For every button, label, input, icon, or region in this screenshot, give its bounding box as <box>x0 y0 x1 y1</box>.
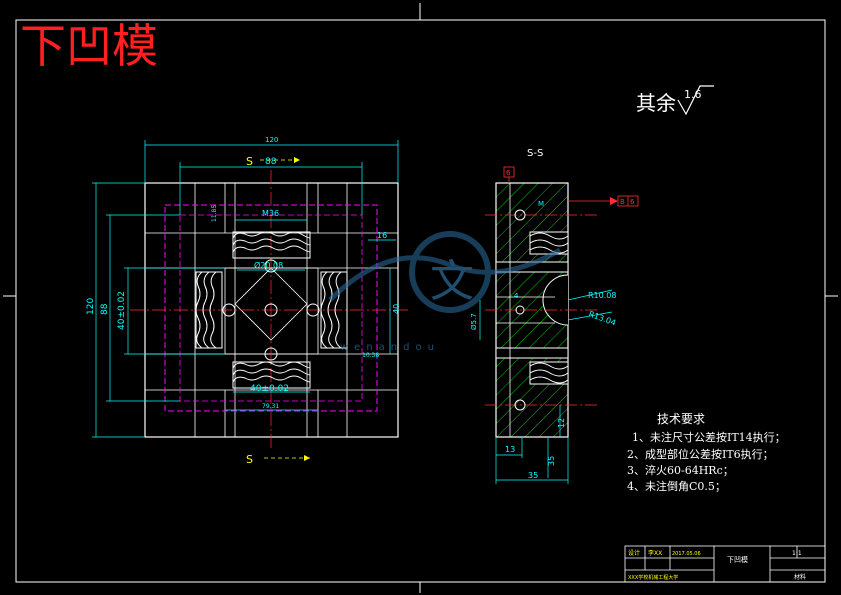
title-cell-school: XXX学校机械工程大学 <box>628 574 678 581</box>
hole-left <box>222 303 236 317</box>
watermark-glyph: 文 <box>430 256 474 307</box>
dim-width-tol: 40±0.02 <box>250 384 289 394</box>
dim-r-outer: R10.08 <box>588 291 616 300</box>
roughness-symbol <box>677 85 714 116</box>
dim-side: 16 <box>377 231 387 240</box>
hole-top <box>264 259 278 273</box>
dim-l12: 12 <box>557 418 566 428</box>
roughness-value: 1.6 <box>684 88 702 101</box>
drawing-title: 下凹模 <box>20 19 158 73</box>
dim-center-hole: Ø20.08 <box>254 260 283 270</box>
dim-l13: 13 <box>505 445 515 454</box>
title-block: 设计 李XX 2017.05.06 下凹模 1:1 XXX学校机械工程大学 材料 <box>624 545 826 583</box>
hole-right <box>306 303 320 317</box>
spring-bottom <box>232 361 311 389</box>
hole-center <box>264 303 278 317</box>
dim-four: 4 <box>514 292 519 300</box>
dim-overall-height: 120 <box>86 298 96 315</box>
tech-item-2: 2、成型部位公差按IT6执行； <box>627 447 774 461</box>
title-cell-part-name: 下凹模 <box>727 555 748 564</box>
tech-heading: 技术要求 <box>657 412 705 426</box>
dim-inner-width: 88 <box>265 157 277 167</box>
dim-overall-width: 120 <box>265 136 278 144</box>
dim-small-left: 11.85 <box>211 205 218 222</box>
tech-item-1: 1、未注尺寸公差按IT14执行； <box>632 430 786 444</box>
drawing-frame <box>3 3 838 593</box>
spring-top <box>232 231 311 259</box>
roughness-prefix: 其余 <box>636 91 676 115</box>
dim-pocket: M36 <box>262 209 279 218</box>
dim-bottom-span: 79.31 <box>262 403 279 410</box>
section-springs <box>529 232 569 384</box>
dim-inner-height: 88 <box>100 303 110 315</box>
dim-phi: Ø5.7 <box>470 313 478 330</box>
tag-b: B <box>620 198 625 206</box>
spring-left <box>195 271 223 349</box>
dim-right-height: 40 <box>392 304 401 314</box>
section-view: S-S <box>470 148 639 484</box>
tech-requirements: 技术要求 1、未注尺寸公差按IT14执行； 2、成型部位公差按IT6执行； 3、… <box>627 412 786 493</box>
dim-m: M <box>538 200 544 208</box>
tech-item-3: 3、淬火60-64HRc； <box>627 463 734 477</box>
cut-marker-bottom: S <box>246 453 253 466</box>
tag-six: 6 <box>506 169 511 177</box>
title-cell-scale: 1:1 <box>792 550 802 557</box>
dim-r-inner: R13.04 <box>587 309 617 327</box>
dim-l35v: 35 <box>547 456 556 466</box>
title-cell-material: 材料 <box>794 573 806 581</box>
title-cell-designer-label: 设计 <box>628 549 640 557</box>
dim-l35: 35 <box>528 471 538 480</box>
dim-small-right: 10.38 <box>362 352 379 359</box>
title-cell-date: 2017.05.06 <box>672 551 701 557</box>
section-label: S-S <box>527 148 543 159</box>
watermark: 文 wenandou <box>328 231 562 353</box>
watermark-text: wenandou <box>340 342 440 353</box>
cut-marker-top: S <box>246 155 253 168</box>
roughness-note: 其余 1.6 <box>636 85 714 116</box>
tag-b6: 6 <box>630 198 635 206</box>
spring-right <box>320 271 348 349</box>
title-cell-designer: 李XX <box>648 549 662 557</box>
hole-bottom <box>264 347 278 361</box>
tech-item-4: 4、未注倒角C0.5； <box>627 479 726 493</box>
dim-height-tol: 40±0.02 <box>117 291 127 330</box>
plan-view: 120 88 120 88 40±0.02 M36 Ø20.08 40±0.02… <box>86 136 410 466</box>
